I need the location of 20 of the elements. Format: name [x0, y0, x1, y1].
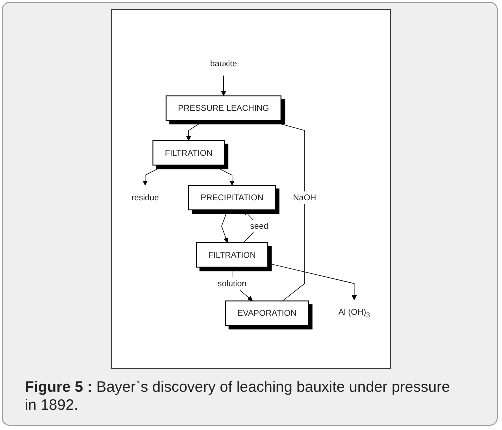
- card-background: bauxite PRESSURE LEACHING FILTRATION residue PRECIPITATION NaOH seed FILTRATION solution EVAPORATION Al (OH)$_{3}$ Figure 5 : Bayer`s discovery of leaching bauxite under pressure in 1892.: [2, 2, 498, 426]
- arrow: [142, 165, 166, 186]
- node-box: [188, 185, 276, 211]
- node-text: bauxite: [210, 58, 238, 68]
- arrow: [186, 120, 205, 142]
- arrow: [221, 210, 229, 244]
- figure-caption: Figure 5 : Bayer`s discovery of leaching bauxite under pressure in 1892.: [25, 379, 452, 415]
- arrow: [268, 263, 358, 300]
- node-box: [152, 140, 225, 166]
- node-text: residue: [132, 192, 160, 202]
- arrow: [268, 119, 306, 302]
- node-box: [166, 96, 282, 122]
- node-box: [225, 300, 310, 326]
- arrow: [212, 165, 235, 186]
- node-text: Al (OH)$_{3}$: [338, 307, 370, 320]
- edge-label: solution: [218, 278, 247, 288]
- arrow: [221, 76, 226, 96]
- edge-label: seed: [250, 221, 268, 231]
- edge-label: NaOH: [293, 192, 316, 202]
- node-box: [196, 242, 268, 268]
